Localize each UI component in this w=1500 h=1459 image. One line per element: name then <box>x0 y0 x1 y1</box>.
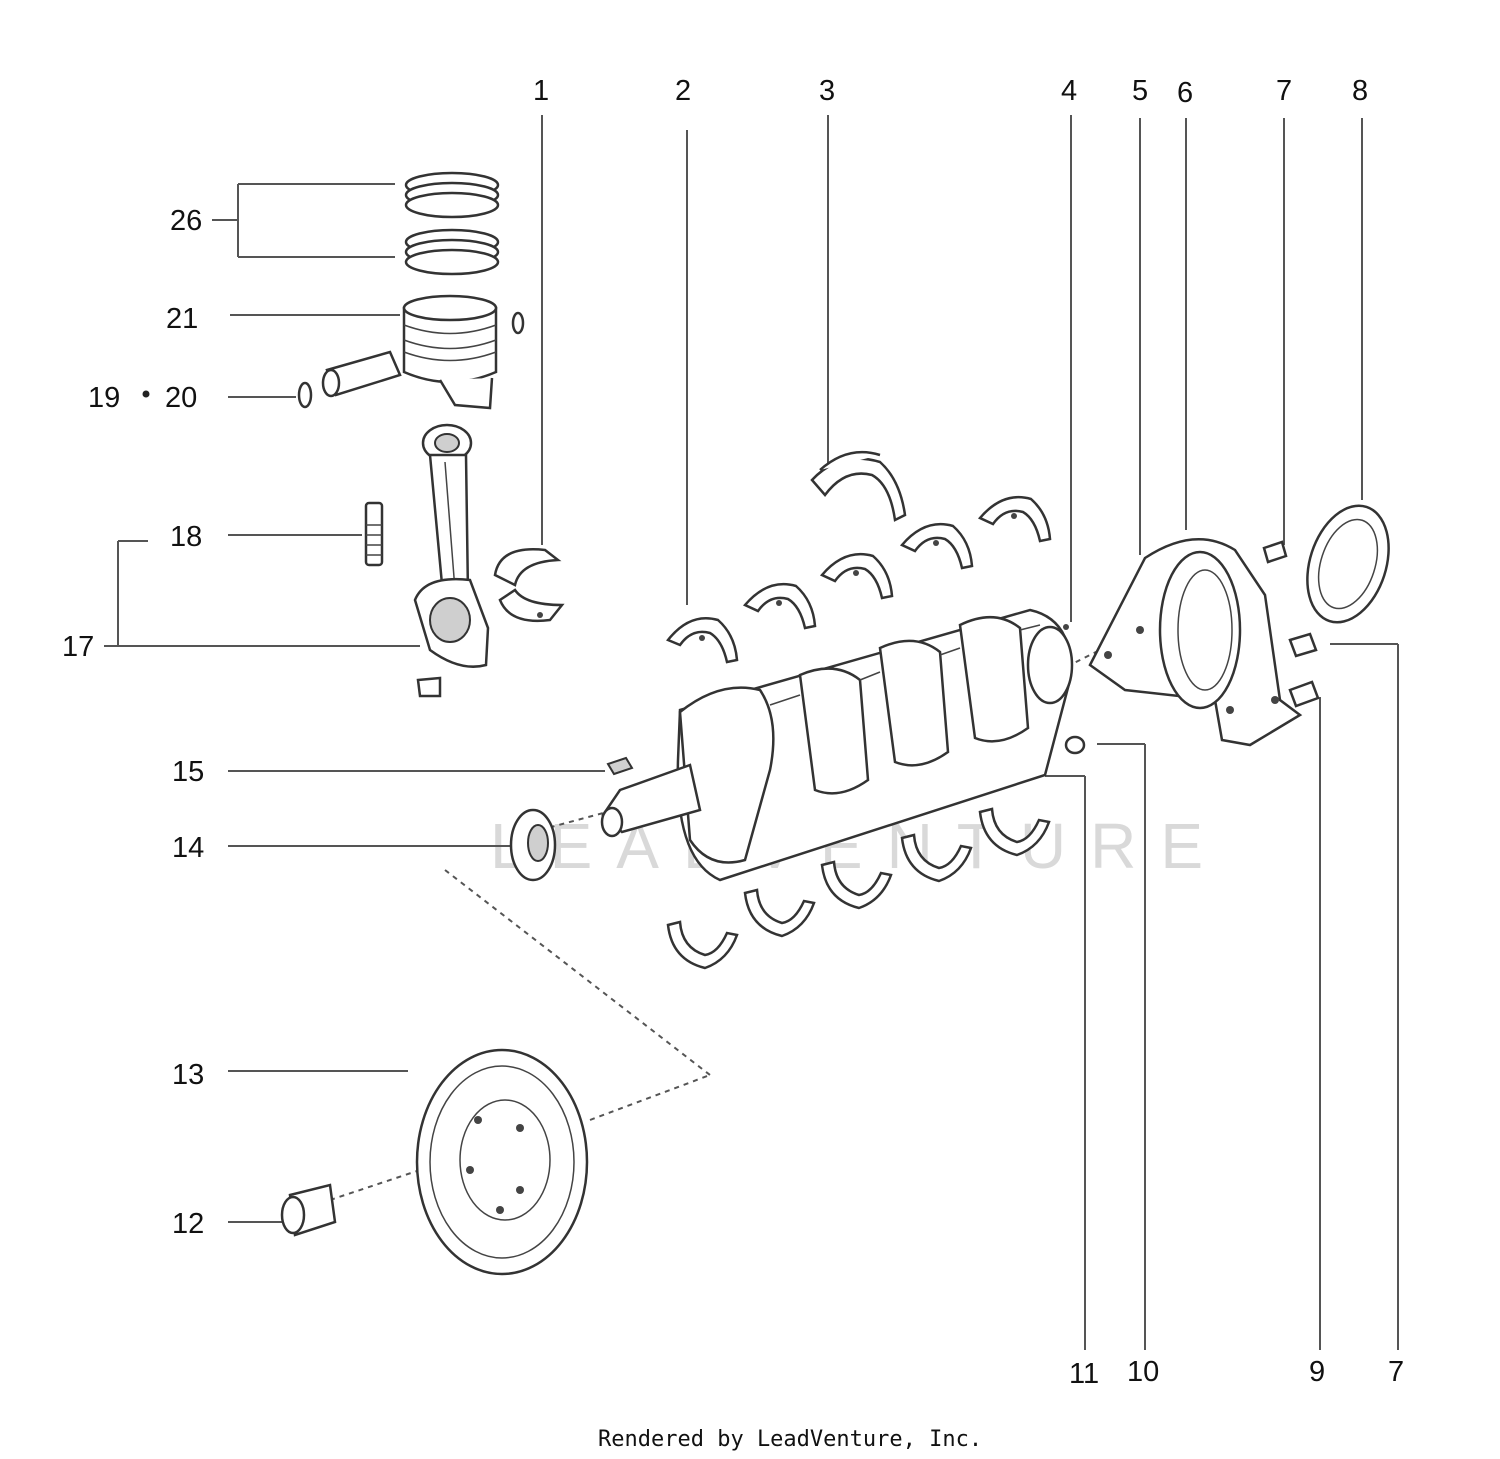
rear-seal-8 <box>1306 504 1390 624</box>
leader-lines <box>104 115 1399 1350</box>
callout-4: 4 <box>1061 75 1077 107</box>
piston-21 <box>402 294 525 410</box>
key-15 <box>606 756 634 776</box>
callout-13: 13 <box>172 1059 204 1091</box>
callout-11: 11 <box>1069 1358 1099 1390</box>
crankshaft <box>600 608 1074 882</box>
callout-7b: 7 <box>1388 1356 1404 1388</box>
callout-15: 15 <box>172 756 204 788</box>
callout-3: 3 <box>819 75 835 107</box>
callouts: 1 2 3 4 5 6 7 8 26 21 19 20 18 17 15 14 … <box>62 75 1404 1390</box>
screws-7-9 <box>1262 540 1320 708</box>
footer-credit: Rendered by LeadVenture, Inc. <box>598 1427 982 1452</box>
rod-bolt-18 <box>364 501 384 567</box>
callout-2: 2 <box>675 75 691 107</box>
callout-1: 1 <box>533 75 549 107</box>
flywheel-13 <box>415 1048 589 1276</box>
rear-seal-carrier-5-6 <box>1088 538 1303 747</box>
callout-8: 8 <box>1352 75 1368 107</box>
callout-20: 20 <box>165 382 197 414</box>
callout-18: 18 <box>170 521 202 553</box>
callout-19: 19 <box>88 382 120 414</box>
front-seal-14 <box>509 808 557 882</box>
callout-9: 9 <box>1309 1356 1325 1388</box>
piston-rings-26 <box>404 171 500 276</box>
rod-bearing-1 <box>493 548 565 623</box>
callout-21: 21 <box>166 303 198 335</box>
upper-bearing-shells <box>666 495 1052 664</box>
bolt-12 <box>280 1183 337 1237</box>
small-parts <box>1063 624 1086 755</box>
callout-17: 17 <box>62 631 94 663</box>
callout-12: 12 <box>172 1208 204 1240</box>
piston-pin-20 <box>142 350 402 409</box>
lower-bearing-shells <box>666 807 1051 970</box>
callout-10: 10 <box>1127 1356 1159 1388</box>
callout-5: 5 <box>1132 75 1148 107</box>
main-bearing-3 <box>810 450 907 522</box>
callout-7a: 7 <box>1276 75 1292 107</box>
callout-6: 6 <box>1177 77 1193 109</box>
callout-26: 26 <box>170 205 202 237</box>
callout-14: 14 <box>172 832 204 864</box>
connecting-rod-17 <box>413 423 490 698</box>
